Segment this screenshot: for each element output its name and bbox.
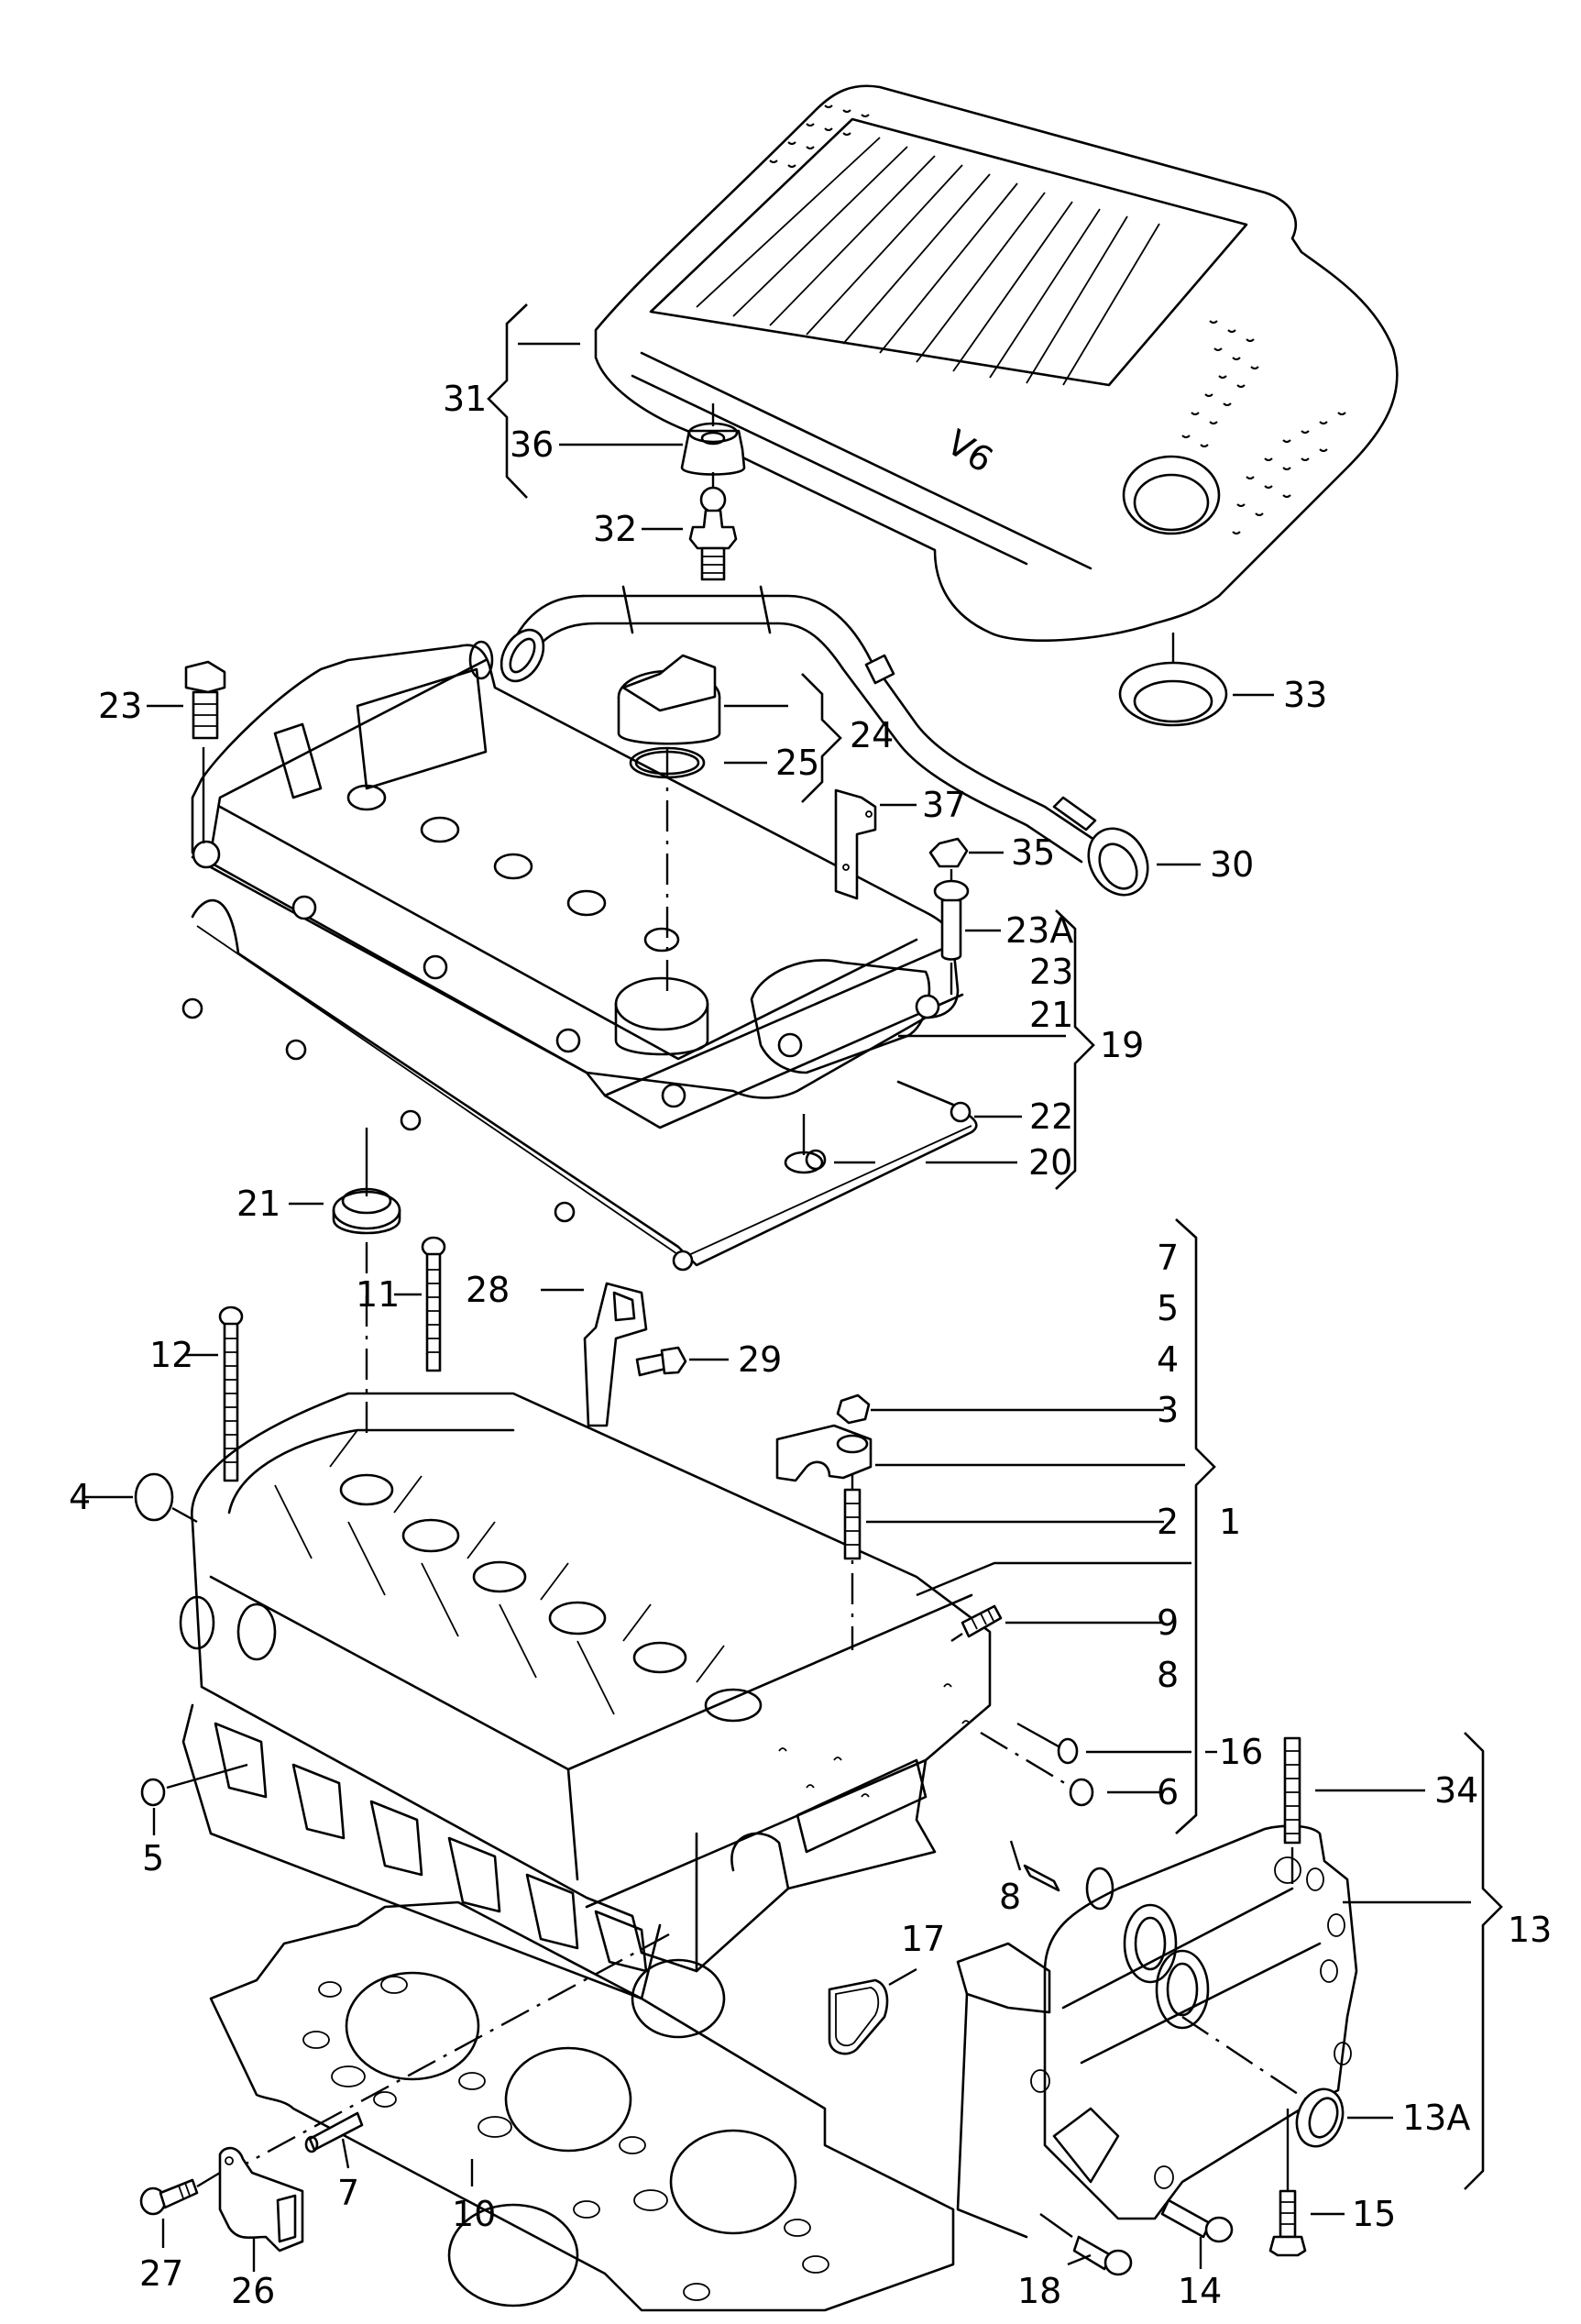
callout-labels: 31 36 32 33 23 24 25 37 35 30 23A 23 21 … — [69, 379, 1552, 2311]
bolt-12 — [218, 1305, 244, 1482]
stud-9 — [950, 1604, 1003, 1642]
stud-2 — [843, 1488, 862, 1560]
callout-23-left: 23 — [98, 686, 142, 726]
callout-12: 12 — [149, 1335, 193, 1375]
brace-31 — [487, 303, 528, 499]
plug-6 — [980, 1731, 1094, 1807]
callout-17: 17 — [901, 1919, 945, 1959]
valve-cover — [191, 640, 964, 1129]
callout-29: 29 — [738, 1339, 782, 1380]
callout-24: 24 — [850, 715, 894, 755]
callout-34: 34 — [1434, 1770, 1478, 1811]
callout-2: 2 — [1157, 1502, 1179, 1542]
callout-16: 16 — [1219, 1732, 1263, 1772]
spacer-sleeve — [933, 879, 970, 995]
seal-13a — [1295, 2087, 1345, 2148]
callout-9: 9 — [1157, 1603, 1179, 1643]
callout-18: 18 — [1017, 2271, 1061, 2311]
nut-3 — [836, 1393, 871, 1425]
callout-1: 1 — [1219, 1502, 1241, 1542]
braces — [487, 303, 1503, 2190]
callout-31: 31 — [443, 379, 487, 419]
pin-8 — [1023, 1864, 1060, 1892]
callout-3: 3 — [1157, 1390, 1179, 1430]
sealing-cap-4 — [134, 1472, 198, 1524]
bolt-11 — [421, 1236, 446, 1372]
callout-26: 26 — [231, 2271, 275, 2311]
callout-37: 37 — [922, 785, 966, 825]
brace-24 — [801, 673, 842, 803]
callout-30: 30 — [1210, 844, 1254, 885]
callout-4-left: 4 — [69, 1477, 91, 1517]
dowel-pin-7 — [304, 2111, 364, 2153]
seal-ring-16 — [1016, 1722, 1079, 1765]
brace-19 — [1055, 909, 1095, 1190]
callout-7-right: 7 — [1157, 1238, 1179, 1278]
callout-36: 36 — [510, 424, 554, 465]
callout-10: 10 — [452, 2194, 496, 2234]
callout-4-right: 4 — [1157, 1339, 1179, 1380]
filler-cap — [617, 654, 721, 999]
nut-35 — [928, 837, 969, 882]
callout-21-right: 21 — [1029, 995, 1073, 1035]
bolt-23 — [184, 660, 226, 843]
callout-7-lower: 7 — [337, 2173, 359, 2213]
gasket-17 — [828, 1978, 889, 2055]
seal-21 — [332, 1128, 401, 1439]
ball-stud — [688, 472, 738, 581]
callout-20: 20 — [1028, 1142, 1072, 1183]
grommet-33 — [1118, 633, 1228, 727]
callout-5-right: 5 — [1157, 1288, 1179, 1328]
rubber-mount — [680, 403, 746, 476]
bolt-15 — [1268, 2109, 1307, 2257]
callout-25: 25 — [775, 743, 819, 783]
callout-6: 6 — [1157, 1772, 1179, 1812]
callout-23-right: 23 — [1029, 952, 1073, 992]
breather-hose — [500, 585, 1149, 897]
cylinder-head — [179, 1392, 992, 2000]
callout-13a: 13A — [1402, 2098, 1470, 2138]
callout-19: 19 — [1100, 1025, 1144, 1065]
bolt-27 — [139, 2171, 221, 2216]
callout-22: 22 — [1029, 1096, 1073, 1137]
cover-badge-text: V6 — [939, 422, 1000, 480]
bracket-37 — [834, 788, 877, 900]
valve-cover-gasket — [181, 898, 978, 1272]
callout-32: 32 — [593, 509, 637, 549]
callout-35: 35 — [1011, 832, 1055, 873]
leader-lines — [82, 342, 1471, 2272]
bearing-cap — [775, 1424, 873, 1482]
callout-33: 33 — [1283, 675, 1327, 715]
callout-27: 27 — [139, 2253, 183, 2294]
bolt-29 — [635, 1346, 687, 1377]
callout-15: 15 — [1352, 2194, 1396, 2234]
stud-34 — [1283, 1736, 1301, 1884]
brace-13 — [1464, 1732, 1503, 2190]
sealing-plug-5 — [140, 1763, 248, 1807]
lifting-eye-26 — [218, 2146, 304, 2252]
lifting-eye-28 — [583, 1282, 648, 1427]
callout-23a: 23A — [1005, 910, 1073, 951]
callout-8-lower: 8 — [999, 1877, 1021, 1917]
callout-14: 14 — [1178, 2271, 1222, 2311]
head-gasket — [209, 1900, 955, 2312]
callout-21-left: 21 — [236, 1184, 280, 1224]
callout-8-right: 8 — [1157, 1655, 1179, 1695]
callout-11: 11 — [356, 1274, 400, 1315]
callout-28: 28 — [466, 1270, 510, 1310]
callout-13: 13 — [1508, 1910, 1552, 1950]
brace-1 — [1175, 1218, 1216, 1834]
callout-5-left: 5 — [142, 1838, 164, 1878]
bolt-18 — [1039, 2213, 1133, 2276]
bolt-14 — [1160, 2198, 1234, 2243]
